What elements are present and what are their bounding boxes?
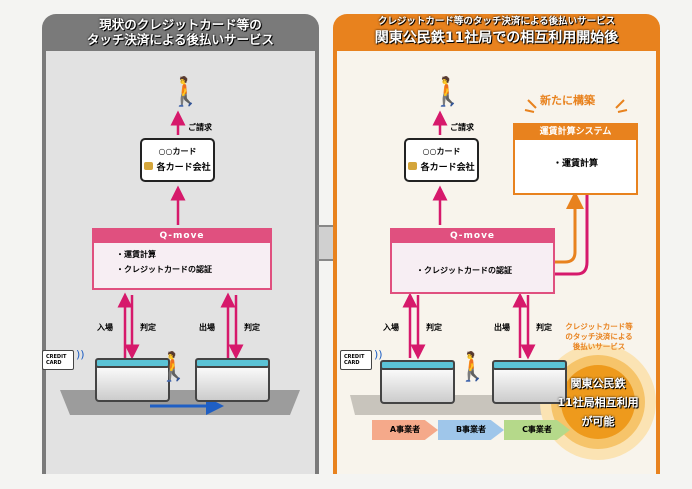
qmove-title: Q-move (94, 230, 270, 243)
title-line: タッチ決済による後払いサービス (86, 32, 275, 47)
card-company: 各カード会社 (420, 163, 475, 173)
contactless-icon: )) (76, 348, 85, 361)
emphasis-lines (524, 99, 628, 113)
badge-line: 関東公民鉄 (570, 377, 626, 390)
credit-card-icon: CREDIT CARD (42, 350, 74, 370)
entry-label: 入場 (97, 323, 113, 332)
qmove-item: ・クレジットカードの認証 (116, 265, 212, 274)
card-company: 各カード会社 (156, 163, 211, 173)
operator-b-arrow: B事業者 (438, 420, 504, 440)
card-company-box: ○○カード 各カード会社 (140, 138, 215, 182)
traveler-icon: 🚶 (168, 75, 203, 108)
after-panel-title: クレジットカード等のタッチ決済による後払いサービス 関東公民鉄11社局での相互利… (333, 14, 660, 51)
credit-card-icon: CREDIT CARD (340, 350, 372, 370)
qmove-box: Q-move ・運賃計算 ・クレジットカードの認証 (92, 228, 272, 290)
traveler-icon: 🚶 (455, 350, 490, 383)
judge-label: 判定 (426, 323, 442, 332)
operator-a-arrow: A事業者 (372, 420, 438, 440)
badge-line: が可能 (581, 415, 615, 428)
card-name: ○○カード (422, 147, 461, 156)
request-arrow (530, 191, 584, 264)
current-panel-title: 現状のクレジットカード等の タッチ決済による後払いサービス (42, 14, 319, 51)
title-line: 関東公民鉄11社局での相互利用開始後 (374, 30, 619, 46)
fare-system-title: 運賃計算システム (515, 125, 636, 140)
fare-system-item: ・運賃計算 (552, 159, 598, 169)
card-company-box: ○○カード 各カード会社 (404, 138, 479, 182)
title-line: 現状のクレジットカード等の (99, 17, 262, 32)
badge-core (561, 365, 635, 439)
fare-system-box: 運賃計算システム ・運賃計算 (513, 123, 638, 195)
badge-caption: クレジットカード等のタッチ決済による後払いサービス (565, 322, 633, 351)
exit-label: 出場 (494, 323, 510, 332)
judge-label: 判定 (140, 323, 156, 332)
entry-gate (380, 360, 455, 404)
new-build-label: 新たに構築 (540, 94, 595, 107)
billing-label: ご請求 (450, 123, 474, 132)
judge-label: 判定 (536, 323, 552, 332)
qmove-item: ・運賃計算 (116, 250, 156, 259)
qmove-box: Q-move ・クレジットカードの認証 (390, 228, 555, 294)
contactless-icon: )) (374, 348, 383, 361)
entry-label: 入場 (383, 323, 399, 332)
exit-label: 出場 (199, 323, 215, 332)
result-arrow (529, 190, 589, 283)
qmove-title: Q-move (392, 230, 553, 243)
card-name: ○○カード (158, 147, 197, 156)
judge-label: 判定 (244, 323, 260, 332)
exit-gate (492, 360, 567, 404)
operator-c-arrow: C事業者 (504, 420, 570, 440)
badge-line: 11社局相互利用 (557, 396, 639, 409)
ic-chip-icon (144, 162, 154, 170)
ic-chip-icon (408, 162, 418, 170)
title-line: クレジットカード等のタッチ決済による後払いサービス (377, 16, 616, 27)
billing-label: ご請求 (188, 123, 212, 132)
traveler-icon: 🚶 (430, 75, 465, 108)
qmove-item: ・クレジットカードの認証 (416, 266, 512, 275)
exit-gate (195, 358, 270, 402)
traveler-icon: 🚶 (156, 350, 191, 383)
mutual-use-badge: 関東公民鉄 11社局相互利用 が可能 (553, 374, 643, 431)
entry-gate (95, 358, 170, 402)
